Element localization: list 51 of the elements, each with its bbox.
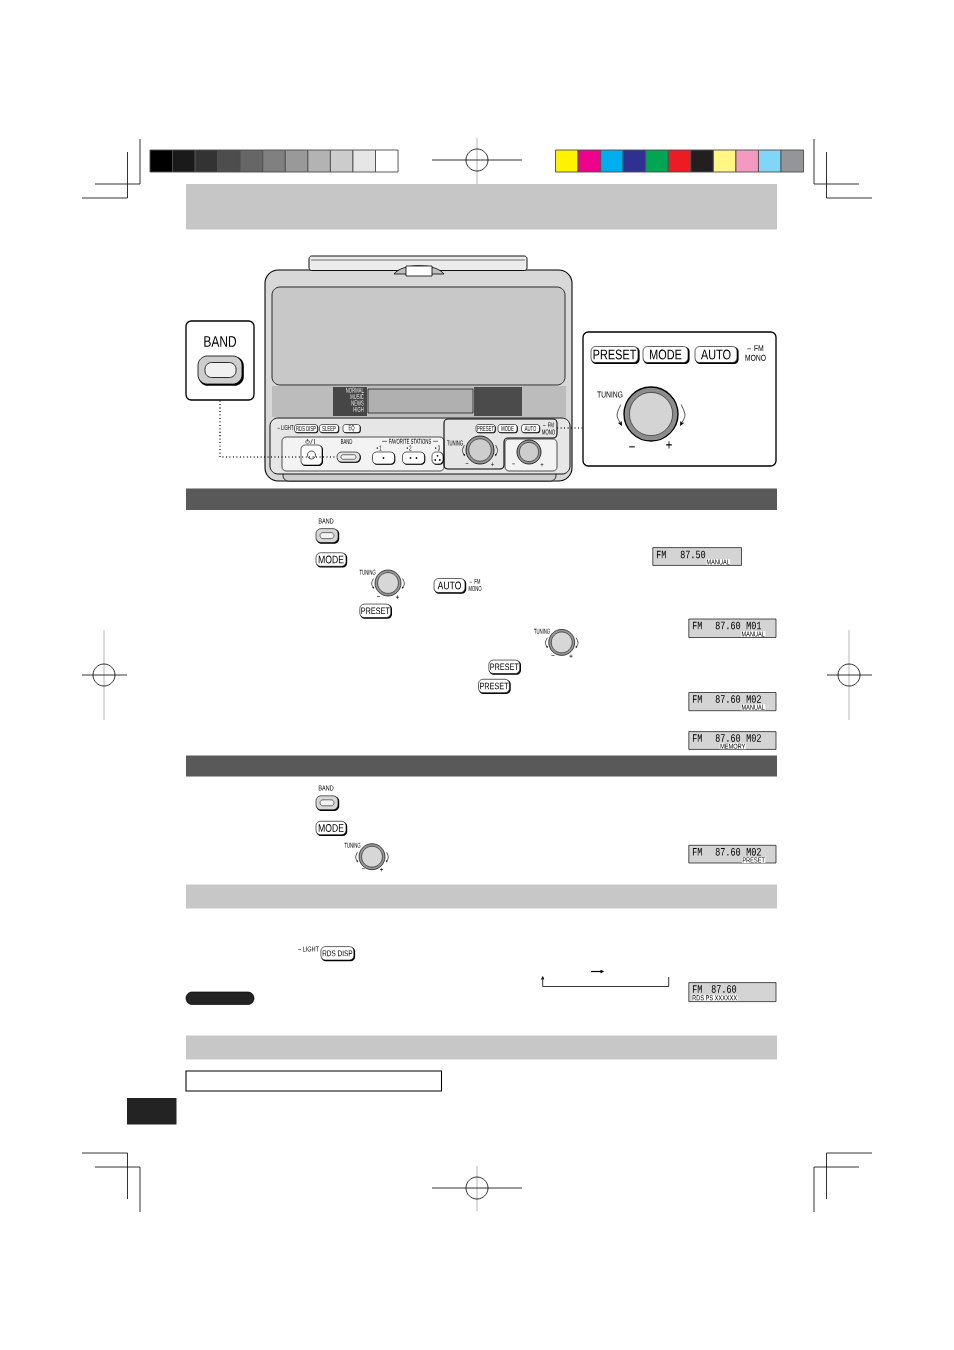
button-caption: – FM MONO bbox=[745, 345, 766, 361]
lcd-display bbox=[688, 982, 777, 1002]
display-text: 87.60 bbox=[715, 847, 741, 856]
display-text: 87.60 bbox=[715, 734, 741, 742]
plus-sign: + bbox=[666, 441, 672, 449]
button: AUTO bbox=[433, 578, 467, 594]
display-text: M02 bbox=[746, 734, 761, 742]
minus-sign: − bbox=[629, 446, 635, 448]
lcd-display bbox=[688, 731, 777, 750]
button: AUTO bbox=[694, 346, 739, 365]
section-band bbox=[186, 1035, 777, 1060]
button: PRESET bbox=[488, 659, 521, 675]
display-text: 87.50 bbox=[680, 550, 706, 559]
radio-drawing bbox=[264, 255, 573, 482]
display-text: FM bbox=[692, 621, 702, 630]
button: MODE bbox=[642, 346, 690, 365]
lcd-display bbox=[652, 547, 742, 566]
lcd-display bbox=[688, 844, 777, 864]
plus-sign: + bbox=[395, 595, 399, 600]
callout-box bbox=[185, 320, 255, 401]
button: MODE bbox=[315, 820, 348, 836]
display-text: FM bbox=[692, 848, 702, 856]
button: PRESET bbox=[478, 678, 511, 694]
lcd-display bbox=[688, 692, 777, 712]
display-text: 87.60 bbox=[715, 621, 741, 630]
section-band bbox=[186, 755, 777, 777]
section-band bbox=[186, 884, 777, 909]
display-text: M02 bbox=[746, 695, 761, 703]
button: RDS DISP bbox=[320, 946, 356, 962]
display-text: FM bbox=[692, 734, 702, 742]
button: PRESET bbox=[359, 603, 392, 619]
minus-sign: − bbox=[361, 868, 365, 870]
plus-sign: + bbox=[569, 654, 573, 659]
knob-label: TUNING bbox=[597, 391, 623, 398]
display-text: FM bbox=[692, 695, 702, 703]
button: MODE bbox=[315, 552, 348, 568]
lcd-display bbox=[688, 618, 777, 638]
outlined-box bbox=[185, 1070, 443, 1092]
display-text: M01 bbox=[746, 621, 762, 630]
button: PRESET bbox=[590, 346, 640, 365]
display-text: M02 bbox=[746, 847, 761, 856]
section-band bbox=[186, 488, 777, 510]
display-text: FM bbox=[656, 550, 666, 559]
minus-sign: − bbox=[551, 655, 555, 656]
display-text: FM bbox=[692, 985, 702, 993]
plus-sign: + bbox=[380, 867, 383, 872]
title-band bbox=[186, 184, 777, 230]
display-text: 87.60 bbox=[711, 985, 737, 993]
callout-title: BAND bbox=[204, 336, 237, 347]
minus-sign: − bbox=[377, 596, 380, 597]
display-text: 87.60 bbox=[715, 695, 741, 703]
